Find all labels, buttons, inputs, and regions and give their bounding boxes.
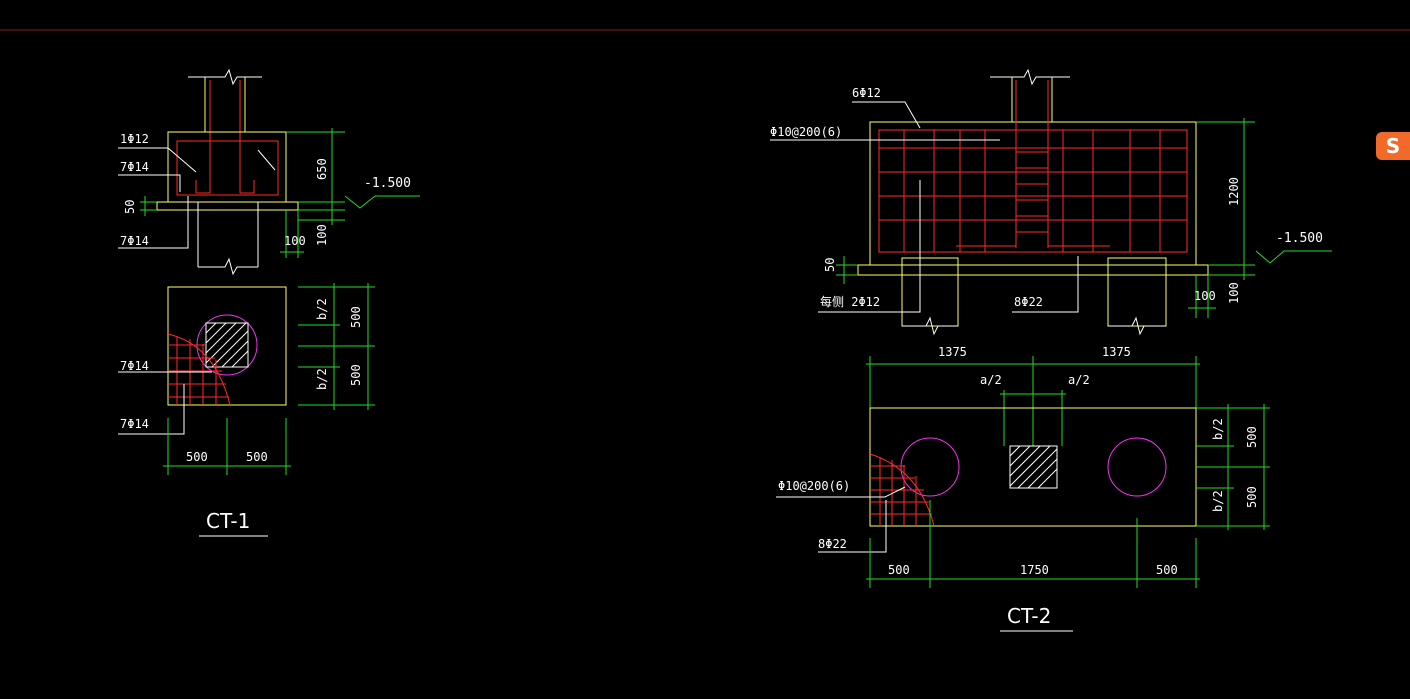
ct2-elevation-label: -1.500 (1276, 231, 1323, 246)
ct2-pile-circle-left (900, 437, 960, 497)
ct1-plan-width-500-b: 500 (246, 450, 268, 464)
sogou-ime-logo-icon[interactable]: S (1376, 132, 1410, 160)
ct2-plan-width-1375-b: 1375 (1102, 345, 1131, 359)
ct1-title: CT-1 (206, 509, 250, 533)
ct1-height-50: 50 (123, 200, 137, 214)
ct2-pile-circle-right (1107, 437, 1167, 497)
ct2-bottom-bar-label: 8Φ22 (1014, 295, 1043, 309)
ct1-plan-depth-500-a: 500 (349, 306, 363, 328)
ct1-plan-bar-label-1: 7Φ14 (120, 359, 149, 373)
ct1-bottom-bar-label: 7Φ14 (120, 234, 149, 248)
ct1-height-100: 100 (315, 224, 329, 246)
ct1-elevation-label: -1.500 (364, 176, 411, 191)
ct2-plan-stirrup-label: Φ10@200(6) (778, 479, 850, 493)
ct2-plan-width-500-a: 500 (888, 563, 910, 577)
ct1-plan-view (118, 283, 375, 475)
ct2-b2-label-a: b/2 (1211, 418, 1225, 440)
ct2-plan-width-1375-a: 1375 (938, 345, 967, 359)
ct2-a2-label-b: a/2 (1068, 373, 1090, 387)
ct2-plan-depth-500-a: 500 (1245, 426, 1259, 448)
ct2-plan-width-500-b: 500 (1156, 563, 1178, 577)
ct2-section-view (770, 68, 1332, 336)
ct2-a2-label-a: a/2 (980, 373, 1002, 387)
ct2-width-100: 100 (1194, 289, 1216, 303)
ct1-side-bar-label: 7Φ14 (120, 160, 149, 174)
ct1-height-650: 650 (315, 158, 329, 180)
ct1-b2-label-b: b/2 (315, 368, 329, 390)
ct2-height-50: 50 (823, 258, 837, 272)
ct2-plan-width-1750: 1750 (1020, 563, 1049, 577)
ct1-width-100: 100 (284, 234, 306, 248)
ct2-plan-view (776, 356, 1270, 588)
ct1-plan-width-500-a: 500 (186, 450, 208, 464)
ct1-b2-label-a: b/2 (315, 298, 329, 320)
ct2-title: CT-2 (1007, 604, 1051, 628)
ct2-stirrup-label: Φ10@200(6) (770, 125, 842, 139)
ct1-plan-depth-500-b: 500 (349, 364, 363, 386)
ct2-b2-label-b: b/2 (1211, 490, 1225, 512)
ct1-section-view (118, 68, 420, 276)
ct2-height-100: 100 (1227, 282, 1241, 304)
ct2-top-bar-label: 6Φ12 (852, 86, 881, 100)
ct2-plan-bar-label: 8Φ22 (818, 537, 847, 551)
ct1-plan-bar-label-2: 7Φ14 (120, 417, 149, 431)
ct1-top-bar-label: 1Φ12 (120, 132, 149, 146)
ct2-plan-depth-500-b: 500 (1245, 486, 1259, 508)
ct2-height-1200: 1200 (1227, 177, 1241, 206)
ct2-side-bar-label: 每侧 2Φ12 (820, 294, 880, 309)
